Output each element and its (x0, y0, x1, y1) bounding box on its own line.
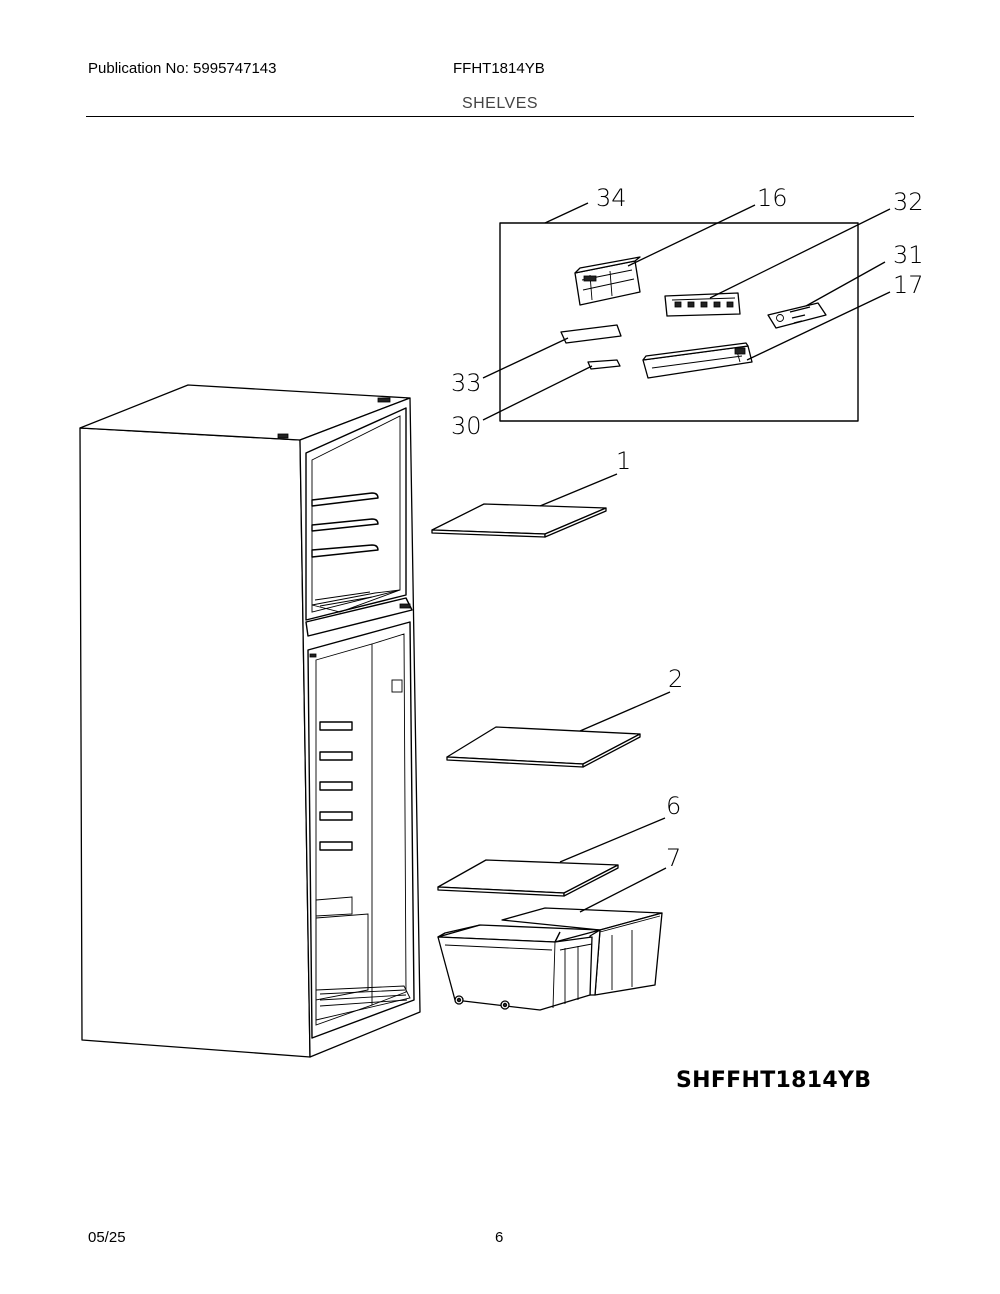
footer-date: 05/25 (88, 1229, 126, 1246)
refrigerator-cabinet-drawing (79, 384, 421, 1058)
header-divider (86, 116, 914, 117)
section-title: SHELVES (461, 95, 539, 112)
part-16-drawing (574, 256, 641, 306)
kit-34-inset-box (499, 222, 859, 422)
callout-33: 33 (451, 369, 482, 397)
part-2-glass-shelf (446, 726, 641, 768)
part-17-drawing (642, 342, 753, 379)
callout-6: 6 (666, 792, 681, 820)
callout-7: 7 (666, 844, 681, 872)
part-6-crisper-cover (437, 859, 619, 897)
callout-31: 31 (893, 241, 924, 269)
callout-17: 17 (893, 271, 924, 299)
callout-30: 30 (451, 412, 482, 440)
callout-2: 2 (668, 665, 683, 693)
page-number: 6 (495, 1229, 504, 1246)
part-31-drawing (767, 302, 827, 329)
publication-number: Publication No: 5995747143 (88, 60, 277, 77)
callout-1: 1 (616, 447, 631, 475)
part-33-drawing (560, 324, 622, 344)
part-32-drawing (664, 292, 741, 317)
model-number: FFHT1814YB (453, 60, 545, 77)
callout-16: 16 (757, 184, 788, 212)
part-1-glass-shelf (431, 503, 607, 538)
callout-32: 32 (893, 188, 924, 216)
part-30-drawing (587, 359, 621, 370)
part-7-crisper-drawers (437, 907, 663, 1011)
callout-leader-lines (482, 202, 891, 913)
callout-34: 34 (596, 184, 627, 212)
diagram-code: SHFFHT1814YB (676, 1068, 872, 1093)
